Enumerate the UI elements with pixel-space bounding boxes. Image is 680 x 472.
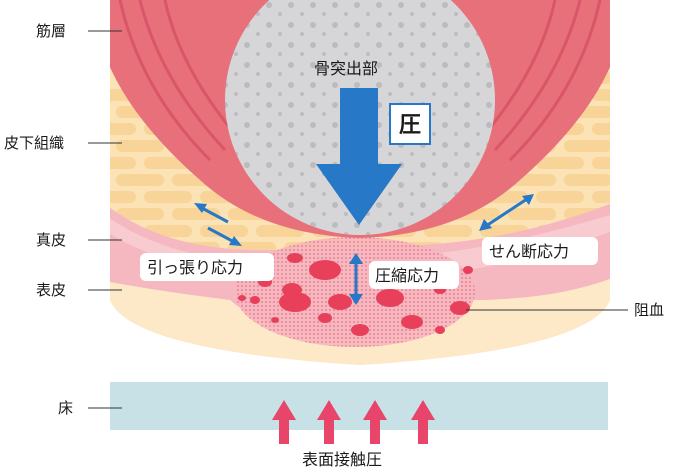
label-compression: 圧縮応力 (375, 266, 439, 285)
label-shear: せん断応力 (489, 242, 569, 261)
compression-arrow (349, 253, 363, 305)
surface-contact-arrows (272, 400, 435, 444)
ischemia-dots (238, 253, 473, 336)
leader-lines (88, 30, 628, 409)
label-floor: 床 (58, 399, 73, 417)
compression-bubble (369, 261, 459, 289)
label-ischemia: 阻血 (634, 301, 664, 319)
label-dermis: 真皮 (36, 231, 66, 249)
label-bone: 骨突出部 (314, 59, 378, 78)
label-pressure: 圧 (399, 113, 421, 138)
label-subcutaneous: 皮下組織 (4, 134, 64, 152)
label-surface-contact: 表面接触圧 (302, 450, 382, 469)
shear-arrow (479, 194, 534, 231)
pressure-arrow (316, 88, 402, 225)
pressure-box (389, 103, 431, 145)
label-epidermis: 表皮 (36, 281, 66, 299)
label-tension: 引っ張り応力 (147, 258, 243, 277)
label-muscle: 筋層 (36, 22, 66, 40)
floor (110, 382, 608, 430)
tension-arrows (194, 203, 242, 246)
shear-bubble (482, 237, 598, 265)
tension-bubble (140, 253, 274, 281)
